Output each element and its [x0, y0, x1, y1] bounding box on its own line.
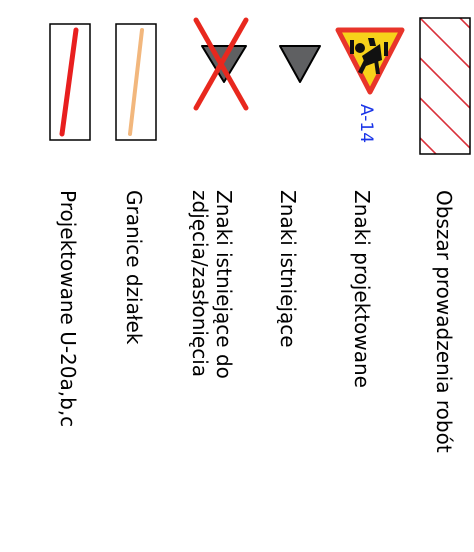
- legend-label-planned-u20: Projektowane U-20a,b,c: [56, 190, 80, 428]
- planned-u20-icon: [49, 23, 91, 141]
- sign-code-label: A-14: [356, 104, 376, 144]
- road-works-sign-icon: [335, 27, 405, 95]
- legend-row-existing-signs: Znaki istniejące: [250, 0, 330, 552]
- legend-row-signs-to-remove: Znaki istniejące do zdjęcia/zasłonięcia: [170, 0, 260, 552]
- existing-sign-triangle-icon: [279, 45, 321, 83]
- legend-label-signs-to-remove-line2: zdjęcia/zasłonięcia: [188, 190, 212, 378]
- legend-label-existing-signs: Znaki istniejące: [276, 190, 300, 348]
- legend-label-projected-signs: Znaki projektowane: [350, 190, 374, 388]
- legend-row-parcel-boundaries: Granice działek: [86, 0, 166, 552]
- legend-row-planned-u20: Projektowane U-20a,b,c: [8, 0, 98, 552]
- legend-label-work-area: Obszar prowadzenia robót: [432, 190, 456, 453]
- legend-row-work-area: Obszar prowadzenia robót: [384, 0, 474, 552]
- crossed-sign-triangle-icon: [193, 17, 249, 111]
- parcel-boundary-icon: [115, 23, 157, 141]
- legend-label-parcel-boundaries: Granice działek: [122, 190, 146, 345]
- legend-label-signs-to-remove-line1: Znaki istniejące do: [212, 190, 236, 379]
- hatched-area-icon: [419, 17, 471, 155]
- legend-row-projected-signs: A-14 Znaki projektowane: [320, 0, 410, 552]
